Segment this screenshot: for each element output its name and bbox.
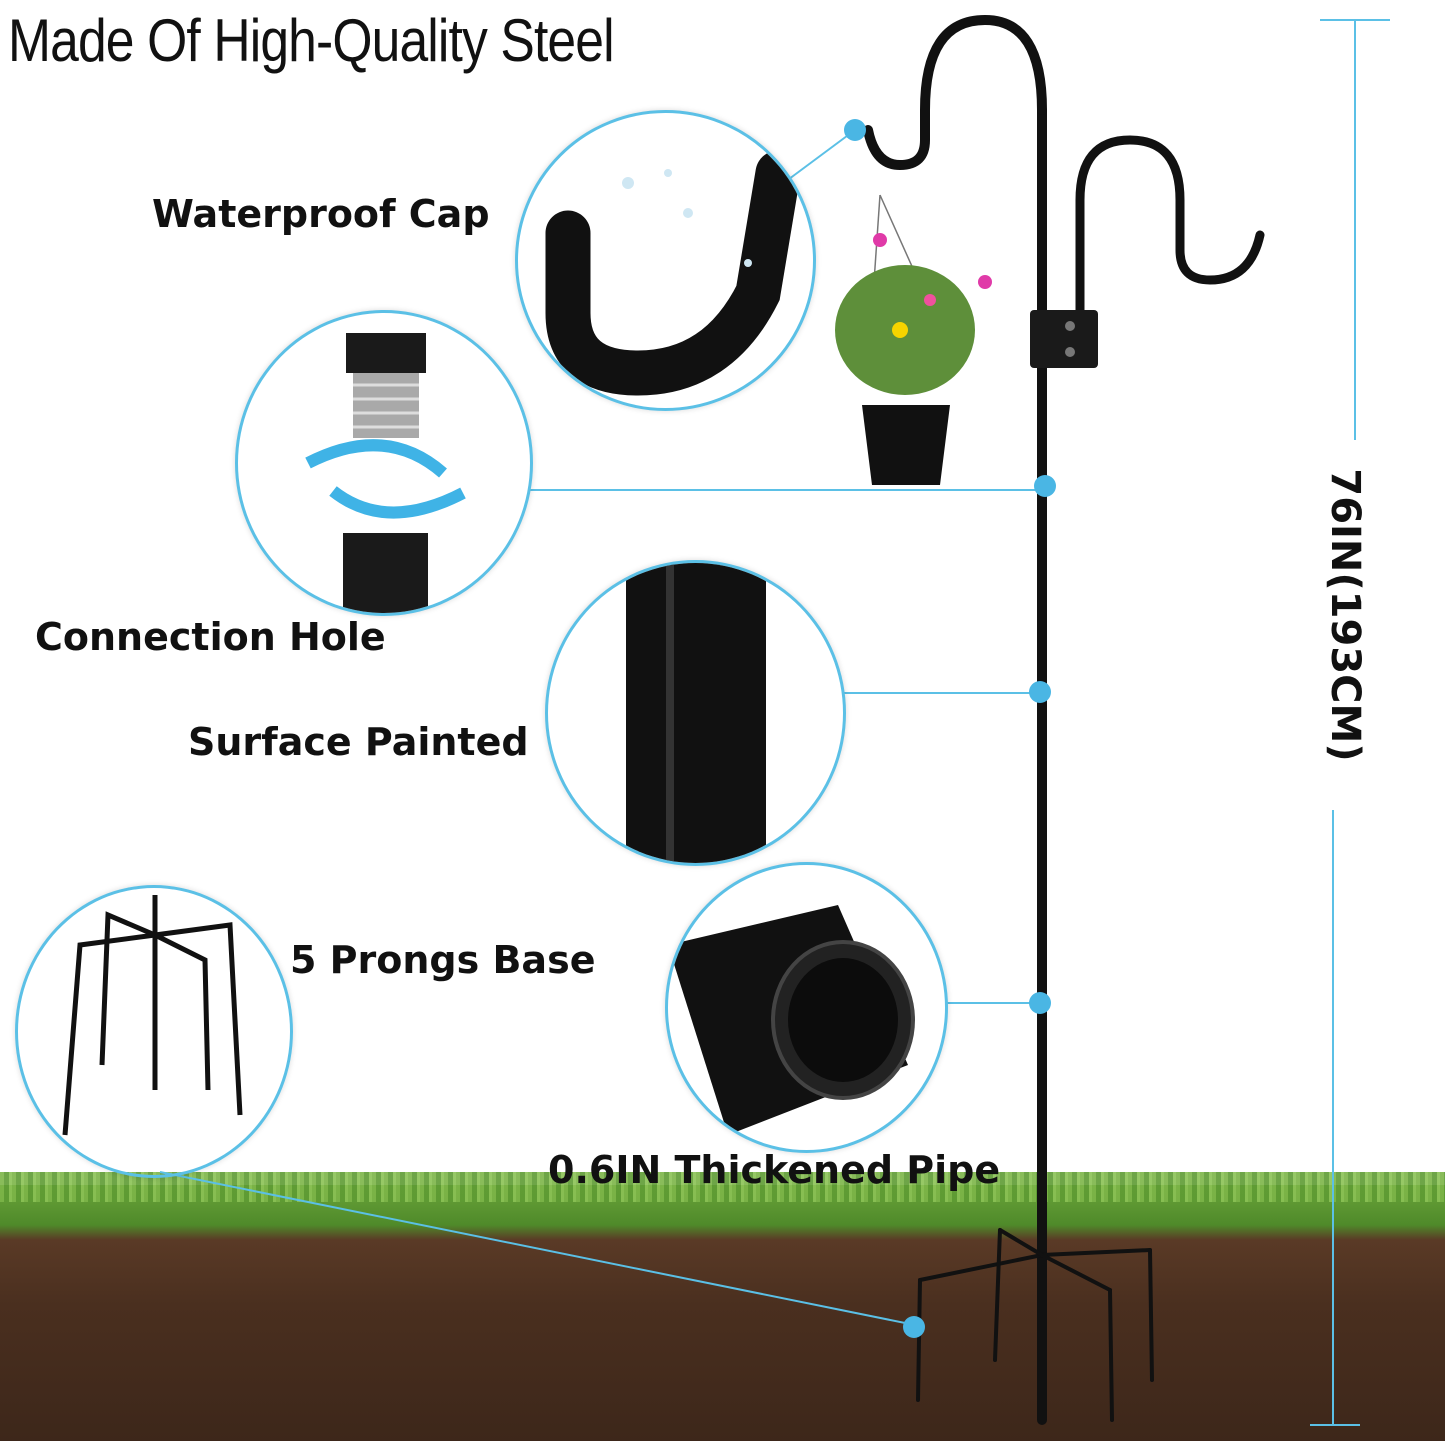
label-prongs-base: 5 Prongs Base [290,938,596,982]
label-waterproof-cap: Waterproof Cap [152,192,490,236]
thickened-pipe-closeup [665,862,948,1153]
hook-bracket [1030,310,1098,368]
grass-strip [0,1172,1445,1202]
leader-lines [159,19,1390,1426]
marker-dot-surface [1029,681,1051,703]
marker-dot-connection [1034,475,1056,497]
surface-painted-closeup [545,560,846,866]
page-title: Made Of High-Quality Steel [8,7,615,74]
prongs-base-closeup [15,885,293,1178]
label-thickened-pipe: 0.6IN Thickened Pipe [548,1148,1001,1192]
height-dimension-label: 76IN(193CM) [1322,468,1368,762]
connection-hole-closeup [235,310,533,616]
marker-dot-cap [844,119,866,141]
shepherd-hook-pole [863,14,1265,1425]
hanging-plant [835,194,992,485]
label-connection-hole: Connection Hole [35,615,386,659]
hook-cap-icon [545,150,801,396]
painted-pipe-icon [626,563,766,863]
pipe-end-icon [668,905,915,1135]
marker-dot-base [903,1316,925,1338]
threaded-connection-icon [305,333,466,613]
waterproof-cap-closeup [515,110,816,411]
soil-ground [0,1185,1445,1441]
marker-dot-pipe [1029,992,1051,1014]
label-surface-painted: Surface Painted [188,720,529,764]
